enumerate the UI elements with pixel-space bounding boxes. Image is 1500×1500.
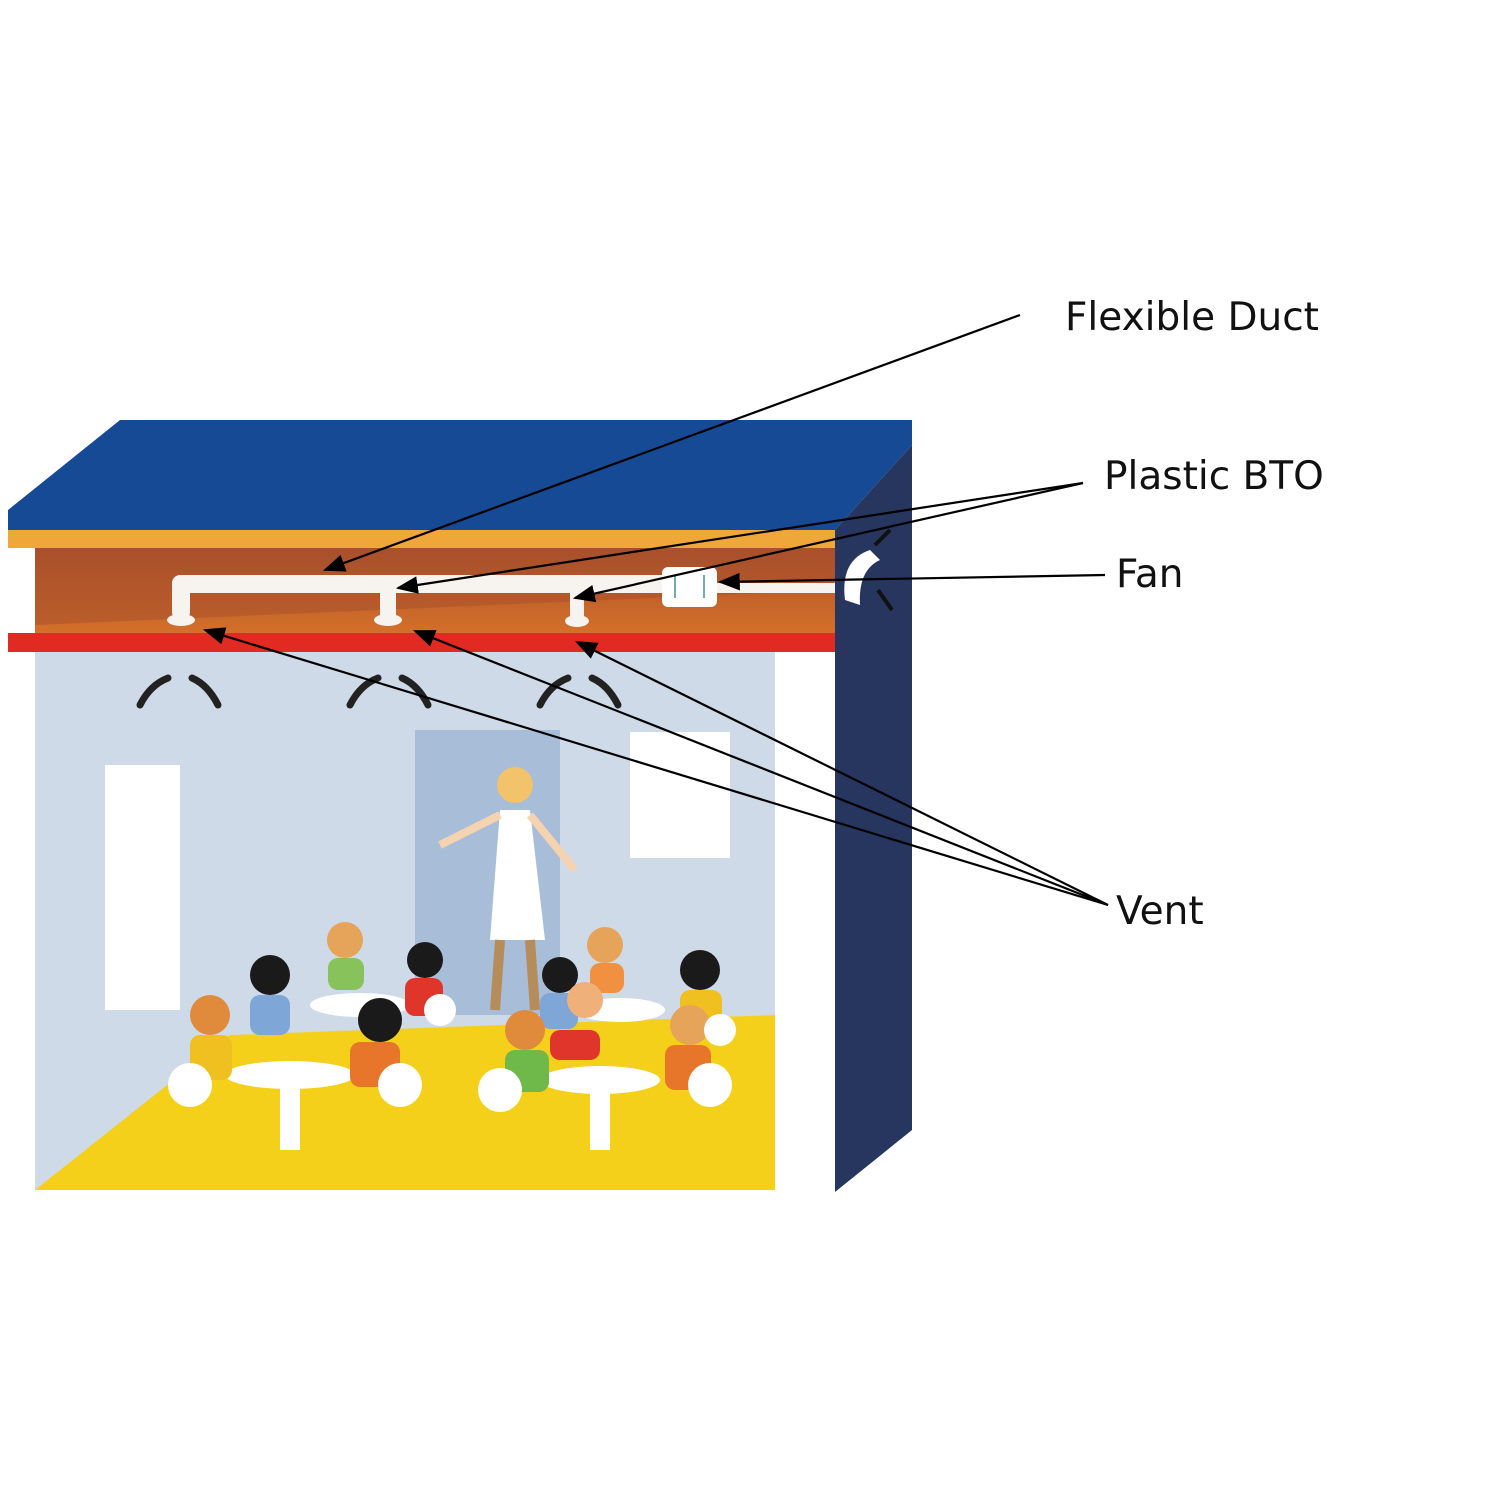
exhaust-hood (844, 528, 894, 612)
label-flexible-duct: Flexible Duct (1065, 295, 1319, 340)
left-window (105, 765, 180, 1010)
students (168, 922, 736, 1150)
teacher (438, 767, 579, 1011)
fan-unit (662, 567, 717, 607)
insulation-strip (8, 530, 835, 548)
leader-plastic-bto-1 (395, 481, 1084, 594)
leader-flexible-duct (322, 313, 1021, 572)
right-window (630, 732, 730, 858)
leader-plastic-bto-2 (572, 481, 1084, 603)
leader-vent-2 (412, 629, 1109, 907)
leader-vent-1 (202, 627, 1109, 907)
ceiling (8, 633, 835, 652)
label-plastic-bto: Plastic BTO (1104, 454, 1324, 499)
leader-fan (717, 572, 1106, 591)
airflow-arrows (136, 674, 622, 709)
side-wall (835, 445, 912, 1192)
roof (8, 420, 912, 530)
leader-lines (202, 313, 1109, 907)
label-vent: Vent (1116, 889, 1204, 934)
leader-vent-3 (575, 641, 1109, 906)
label-fan: Fan (1116, 552, 1184, 597)
